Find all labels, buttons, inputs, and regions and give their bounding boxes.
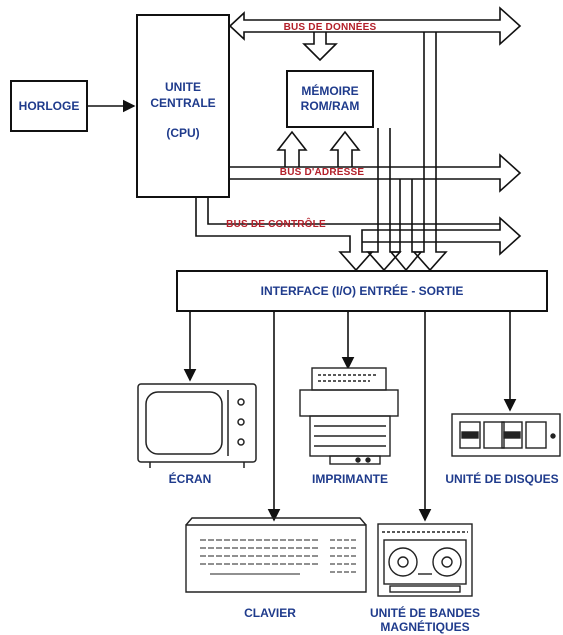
- cpu-label-line3: (CPU): [166, 126, 200, 140]
- memoire-label-line1: MÉMOIRE: [301, 84, 359, 98]
- cpu-box: [136, 14, 230, 198]
- keyboard-icon: [185, 517, 367, 593]
- bus-donnees-label: BUS DE DONNÉES: [283, 22, 377, 33]
- bus-adresse-label: BUS D'ADRESSE: [279, 167, 365, 178]
- tape-drive-icon: [377, 523, 473, 597]
- cpu-label-line1: UNITE: [165, 80, 201, 94]
- disk-drive-icon: [451, 413, 561, 457]
- horloge-box: [10, 80, 88, 132]
- bus-controle-label: BUS DE CONTRÔLE: [226, 219, 326, 230]
- memoire-box: [286, 70, 374, 128]
- ecran-label: ÉCRAN: [168, 472, 212, 486]
- disques-label: UNITÉ DE DISQUES: [445, 472, 559, 486]
- data-bus-to-memory-arrow: [302, 32, 338, 62]
- interface-label: INTERFACE (I/O) ENTRÉE - SORTIE: [260, 284, 464, 298]
- horloge-label: HORLOGE: [18, 99, 80, 113]
- address-bus-arrow: [228, 153, 522, 193]
- bandes-label-line2: MAGNÉTIQUES: [380, 620, 470, 634]
- control-bus-arrow: [195, 198, 522, 272]
- data-bus-arrow: [228, 6, 522, 46]
- address-to-memory-left: [276, 130, 308, 167]
- clavier-label: CLAVIER: [244, 606, 296, 620]
- memoire-label-line2: ROM/RAM: [300, 99, 360, 113]
- imprimante-label: IMPRIMANTE: [312, 472, 388, 486]
- bandes-label-line1: UNITÉ DE BANDES: [369, 606, 480, 620]
- data-bus-to-io-arrow: [412, 32, 448, 272]
- interface-box: [176, 270, 548, 312]
- cpu-label-line2: CENTRALE: [150, 96, 216, 110]
- monitor-icon: [137, 383, 257, 468]
- memory-to-io-arrow: [366, 128, 402, 272]
- address-to-memory-right: [329, 130, 361, 167]
- printer-icon: [299, 367, 399, 465]
